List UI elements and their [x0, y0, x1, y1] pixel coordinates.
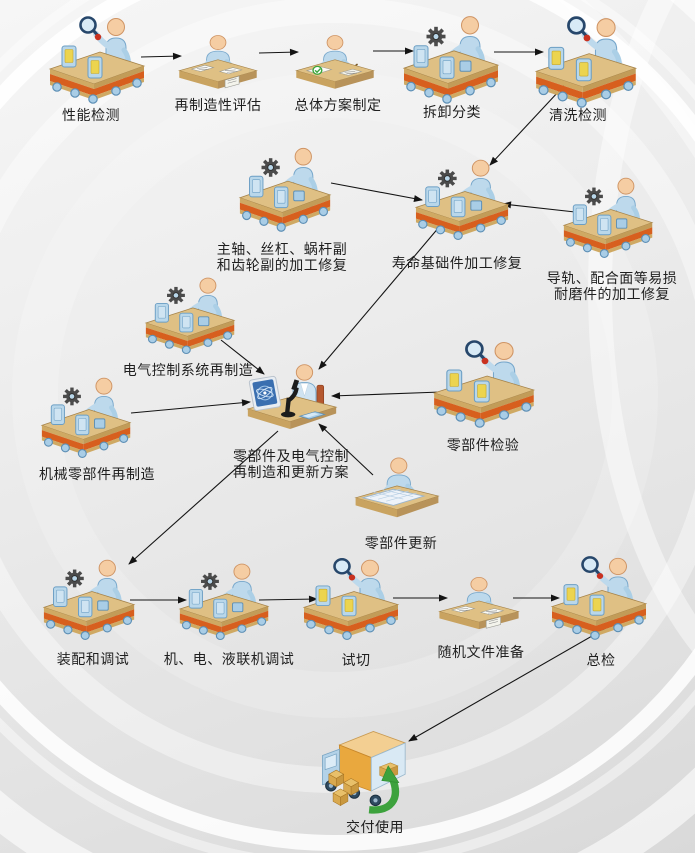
node-label-line: 零部件及电气控制 [233, 449, 349, 465]
node-label-line: 机械零部件再制造 [39, 467, 155, 483]
node-label-line: 零部件检验 [446, 438, 520, 454]
node-label-line: 装配和调试 [56, 652, 130, 668]
node-label-line: 寿命基础件加工修复 [391, 256, 523, 272]
node-disassembly-classification: 拆卸分类 [402, 12, 502, 121]
conveyor-gear-icon [402, 12, 502, 106]
node-label: 零部件检验 [447, 438, 520, 454]
node-label: 总体方案制定 [295, 98, 382, 114]
node-label-line: 和齿轮副的加工修复 [216, 258, 348, 274]
desk-blueprint-icon [352, 452, 442, 530]
conveyor-magnifier-icon [432, 338, 538, 430]
node-label-line: 再制造性评估 [174, 98, 262, 114]
conveyor-magnifier-icon [302, 556, 402, 642]
node-cleaning-inspection: 清洗检测 [534, 14, 640, 124]
node-final-inspection: 总检 [550, 554, 650, 669]
node-label-line: 随机文件准备 [437, 645, 525, 661]
node-label-line: 再制造和更新方案 [233, 465, 349, 481]
flow-arrow-mech-elec-hydraulic-joint-debugging-to-trial-cutting [258, 595, 318, 603]
flow-arrow-remanufacturing-update-plan-hub-to-assembly-debugging [128, 430, 279, 565]
flow-arrow-mechanical-parts-remanufacturing-to-remanufacturing-update-plan-hub [130, 399, 251, 414]
node-mechanical-parts-remanufacturing: 机械零部件再制造 [39, 374, 155, 483]
flow-arrow-final-inspection-to-delivery [408, 627, 607, 742]
node-label-line: 机、电、液联机调试 [163, 652, 295, 668]
node-label: 随机文件准备 [438, 645, 525, 661]
conveyor-magnifier-icon [48, 14, 148, 106]
node-label: 零部件更新 [365, 536, 438, 552]
node-label-line: 拆卸分类 [423, 105, 481, 121]
flow-arrow-guideway-wear-parts-repair-to-base-parts-repair [502, 201, 576, 213]
node-label: 交付使用 [346, 820, 404, 836]
truck-icon [314, 720, 420, 816]
desk-docs-icon [174, 30, 262, 102]
node-label: 零部件及电气控制再制造和更新方案 [233, 449, 349, 481]
node-label: 主轴、丝杠、蜗杆副和齿轮副的加工修复 [217, 242, 348, 274]
node-label-line: 清洗检测 [549, 108, 607, 124]
node-label-line: 总检 [586, 653, 616, 669]
flow-arrow-electrical-control-remanufacturing-to-remanufacturing-update-plan-hub [220, 339, 265, 375]
node-label-line: 主轴、丝杠、蜗杆副 [216, 242, 348, 258]
node-delivery: 交付使用 [314, 720, 420, 836]
node-assembly-debugging: 装配和调试 [42, 556, 138, 668]
flow-arrow-remanufacturability-evaluation-to-overall-plan-formulation [258, 48, 299, 56]
node-remanufacturability-evaluation: 再制造性评估 [174, 30, 262, 114]
node-label-line: 耐磨件的加工修复 [554, 287, 670, 303]
conveyor-gear-icon [562, 174, 656, 260]
node-label: 机械零部件再制造 [39, 467, 155, 483]
node-guideway-wear-parts-repair: 导轨、配合面等易损耐磨件的加工修复 [547, 174, 677, 303]
node-label: 装配和调试 [57, 652, 130, 668]
node-electrical-control-remanufacturing: 电气控制系统再制造 [123, 274, 253, 379]
flow-arrow-performance-testing-to-remanufacturability-evaluation [140, 52, 182, 60]
node-label-line: 导轨、配合面等易损 [546, 271, 678, 287]
node-spindle-leadscrew-worm-gear-repair: 主轴、丝杠、蜗杆副和齿轮副的加工修复 [217, 144, 347, 274]
flow-arrow-parts-inspection-to-remanufacturing-update-plan-hub [331, 391, 442, 400]
node-label: 导轨、配合面等易损耐磨件的加工修复 [547, 271, 678, 303]
node-label-line: 电气控制系统再制造 [122, 363, 254, 379]
node-label-line: 试切 [341, 653, 371, 669]
node-label-line: 性能检测 [62, 108, 120, 124]
node-label: 清洗检测 [549, 108, 607, 124]
node-accompanying-documents-preparation: 随机文件准备 [434, 572, 524, 661]
node-label-line: 零部件更新 [364, 536, 438, 552]
conveyor-magnifier-icon [534, 14, 640, 110]
node-label: 机、电、液联机调试 [164, 652, 295, 668]
conveyor-gear-icon [178, 560, 272, 642]
node-mech-elec-hydraulic-joint-debugging: 机、电、液联机调试 [164, 560, 294, 668]
conveyor-magnifier-icon [550, 554, 650, 642]
flow-arrow-parts-renewal-to-remanufacturing-update-plan-hub [318, 423, 374, 476]
node-label: 再制造性评估 [175, 98, 262, 114]
node-label: 拆卸分类 [423, 105, 481, 121]
node-remanufacturing-update-plan-hub: 零部件及电气控制再制造和更新方案 [233, 356, 349, 481]
node-trial-cutting: 试切 [302, 556, 402, 669]
flow-arrow-spindle-leadscrew-worm-gear-repair-to-base-parts-repair [330, 182, 423, 202]
desk-docs-icon [434, 572, 524, 642]
conveyor-gear-icon [238, 144, 334, 234]
conveyor-gear-icon [414, 156, 512, 242]
node-label: 试切 [342, 653, 371, 669]
node-parts-renewal: 零部件更新 [352, 452, 442, 552]
desk-computer-icon [244, 356, 340, 440]
node-label: 寿命基础件加工修复 [392, 256, 523, 272]
flow-arrow-base-parts-repair-to-remanufacturing-update-plan-hub [318, 225, 441, 370]
conveyor-gear-icon [144, 274, 238, 356]
node-label: 总检 [587, 653, 616, 669]
node-label-line: 交付使用 [346, 820, 404, 836]
node-label: 性能检测 [62, 108, 120, 124]
node-overall-plan-formulation: 总体方案制定 [291, 30, 381, 114]
node-performance-testing: 性能检测 [48, 14, 148, 124]
node-base-parts-repair: 寿命基础件加工修复 [392, 156, 522, 272]
node-parts-inspection: 零部件检验 [432, 338, 538, 454]
desk-check-icon [291, 30, 379, 102]
node-label: 电气控制系统再制造 [123, 363, 254, 379]
node-label-line: 总体方案制定 [294, 98, 382, 114]
conveyor-gear-icon [42, 556, 138, 642]
conveyor-gear-icon [40, 374, 134, 460]
